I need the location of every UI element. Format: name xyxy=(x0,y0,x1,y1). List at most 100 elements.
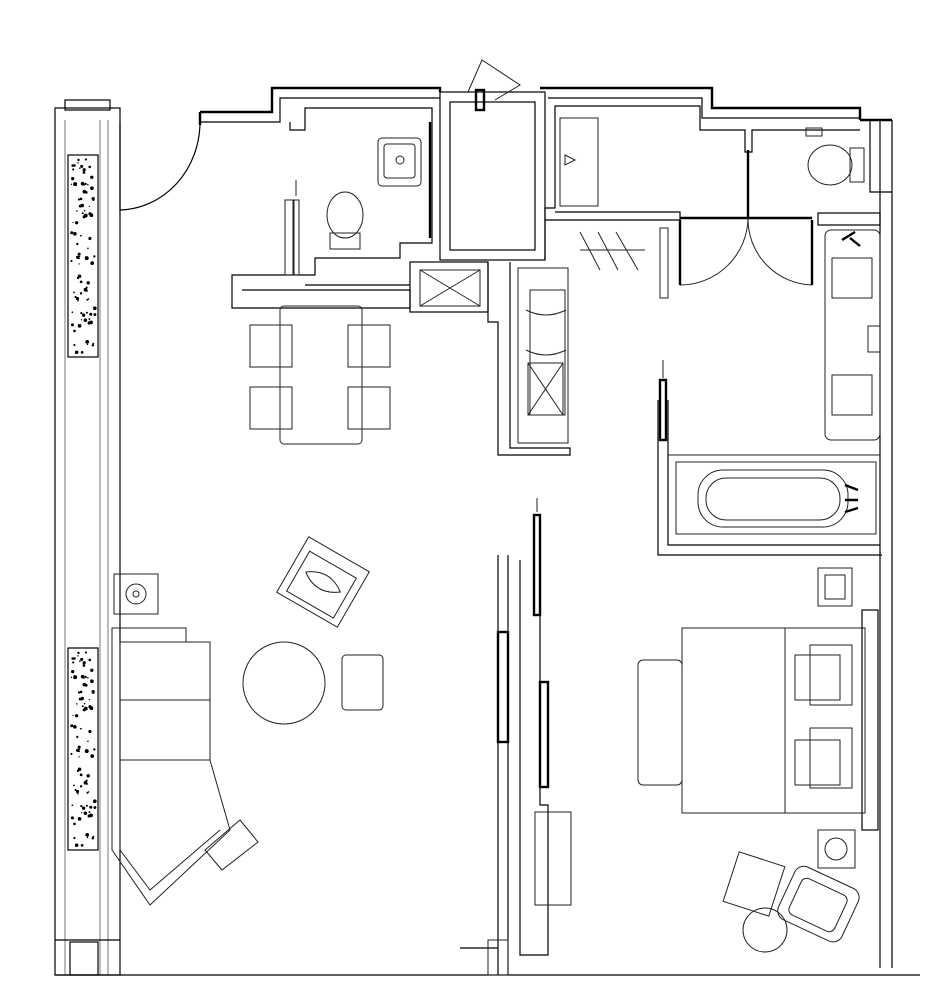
speckle xyxy=(86,290,88,292)
speckle xyxy=(73,675,78,680)
speckle xyxy=(84,158,88,161)
speckle xyxy=(79,167,81,169)
wc xyxy=(559,117,892,286)
speckle xyxy=(73,836,76,840)
speckle xyxy=(93,313,97,317)
speckle xyxy=(70,231,74,235)
powder-room xyxy=(231,107,433,309)
shaft xyxy=(439,59,546,261)
speckle xyxy=(80,844,84,847)
speckle xyxy=(73,822,76,826)
bed xyxy=(681,609,879,831)
speckle xyxy=(88,212,92,216)
structural-column xyxy=(67,647,99,851)
speckle xyxy=(76,242,79,246)
speckle xyxy=(75,296,80,301)
speckle xyxy=(83,706,88,711)
speckle xyxy=(93,806,97,810)
entry-door[interactable] xyxy=(119,112,202,211)
speckle xyxy=(82,171,86,174)
speckle xyxy=(73,784,75,787)
speckle xyxy=(71,670,75,674)
dining-chair xyxy=(249,386,293,430)
speckle xyxy=(80,727,82,730)
speckle xyxy=(90,668,94,673)
speckle xyxy=(70,323,74,327)
speckle xyxy=(70,676,73,678)
speckle xyxy=(70,816,74,820)
speckle xyxy=(73,291,75,294)
speckle xyxy=(81,313,86,317)
speckle xyxy=(76,735,79,739)
speckle xyxy=(77,299,79,302)
side-table-round xyxy=(742,907,788,953)
speckle xyxy=(76,703,78,705)
speckle xyxy=(76,210,78,212)
dining-chair xyxy=(249,324,293,368)
speckle xyxy=(83,318,88,322)
speckle xyxy=(88,705,92,709)
speckle xyxy=(80,657,84,661)
speckle xyxy=(87,740,89,743)
speckle xyxy=(79,280,83,284)
speckle xyxy=(80,164,84,168)
tv-panel xyxy=(538,680,550,789)
speckle xyxy=(77,817,82,821)
speckle xyxy=(93,255,96,258)
speckle xyxy=(80,805,83,808)
speckle xyxy=(77,651,80,655)
floor-lamp xyxy=(113,573,159,615)
speckle xyxy=(72,661,75,664)
dining-chair xyxy=(347,324,391,368)
speckle xyxy=(91,197,95,201)
speckle xyxy=(90,186,94,191)
tv-panel xyxy=(496,630,510,744)
speckle xyxy=(82,682,87,687)
toilet xyxy=(326,191,364,250)
dining-chair xyxy=(347,386,391,430)
speckle xyxy=(83,811,88,815)
speckle xyxy=(72,714,74,717)
service-duct xyxy=(409,261,489,313)
speckle xyxy=(85,311,88,314)
speckle xyxy=(79,690,83,694)
speckle xyxy=(88,698,91,701)
clothes-rail xyxy=(579,227,669,299)
speckle xyxy=(87,321,91,325)
speckle xyxy=(75,714,79,718)
speckle xyxy=(83,213,88,218)
speckle xyxy=(91,837,95,840)
speckle xyxy=(71,177,75,181)
speckle xyxy=(88,729,92,734)
round-coffee-table xyxy=(242,641,326,725)
speckle xyxy=(76,748,80,752)
speckle xyxy=(79,197,83,201)
speckle xyxy=(85,804,88,807)
powder-room-door[interactable] xyxy=(284,180,300,276)
speckle xyxy=(73,164,76,167)
speckle xyxy=(73,657,76,660)
speckle xyxy=(73,343,76,347)
speckle xyxy=(77,158,80,162)
glass-door[interactable] xyxy=(678,150,814,286)
vanity xyxy=(817,212,881,441)
speckle xyxy=(77,745,81,749)
speckle xyxy=(90,261,95,265)
speckle xyxy=(70,259,73,262)
speckle xyxy=(74,843,79,848)
speckle xyxy=(85,340,90,344)
speckle xyxy=(85,833,90,837)
speckle xyxy=(71,804,74,807)
sectional-sofa xyxy=(111,627,259,906)
speckle xyxy=(87,814,91,818)
speckle xyxy=(84,749,89,754)
speckle xyxy=(84,182,87,186)
speckle xyxy=(74,295,77,299)
pillow xyxy=(809,644,853,706)
speckle xyxy=(90,754,95,758)
speckle xyxy=(78,204,82,208)
speckle xyxy=(86,836,89,839)
speckle xyxy=(85,779,88,782)
speckle xyxy=(79,660,81,662)
